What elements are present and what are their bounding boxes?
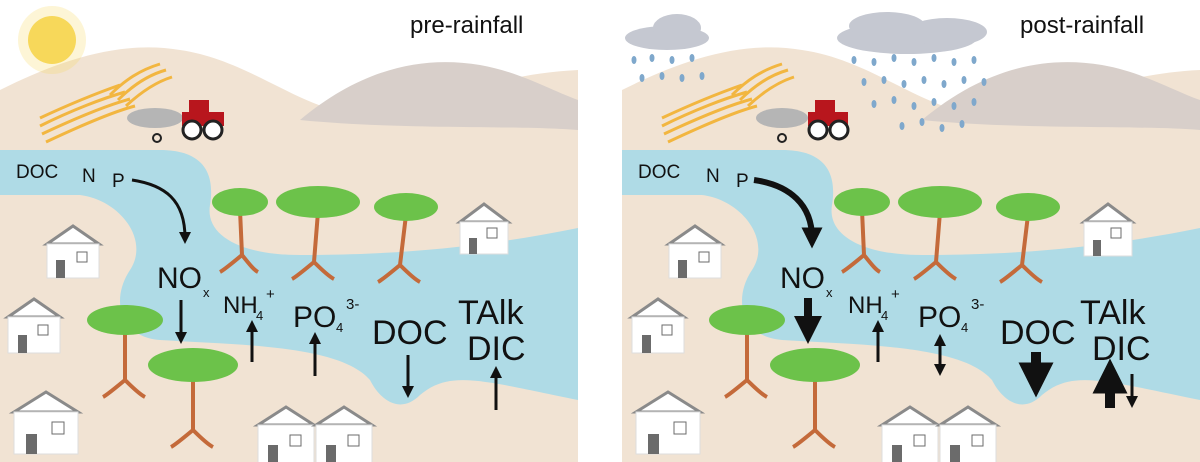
- mangrove-tree: [898, 186, 982, 281]
- source-n-label: N: [82, 166, 96, 187]
- tractor-icon: [756, 100, 850, 143]
- nh4-subscript: 4: [881, 308, 889, 323]
- mangrove-tree: [148, 348, 238, 449]
- mangrove-tree: [374, 193, 438, 284]
- nox-main: NO: [157, 262, 202, 295]
- houses: [3, 202, 513, 462]
- mangrove-tree: [709, 305, 785, 399]
- po4-superscript: 3-: [971, 296, 985, 313]
- po4-main: PO: [918, 301, 962, 334]
- mangrove-trees: [87, 186, 438, 449]
- house-icon: [42, 224, 104, 279]
- house-icon: [876, 405, 944, 462]
- field-icon: [39, 62, 173, 144]
- tractor-icon: [127, 100, 224, 143]
- po4-main: PO: [293, 301, 337, 334]
- mangrove-trees: [709, 186, 1060, 449]
- mangrove-tree: [996, 193, 1060, 284]
- house-icon: [310, 405, 378, 462]
- landscape-illustration: [622, 0, 1200, 462]
- field-icon: [661, 62, 795, 144]
- rain-cloud-icon: [625, 14, 709, 82]
- dic-label: DIC: [467, 330, 526, 368]
- po4-subscript: 4: [336, 320, 344, 335]
- doc-label: DOC: [372, 314, 448, 352]
- house-icon: [8, 390, 84, 455]
- mangrove-tree: [276, 186, 360, 281]
- sun-icon: [28, 16, 76, 64]
- source-p-label: P: [112, 171, 125, 192]
- nox-main: NO: [780, 262, 825, 295]
- house-icon: [934, 405, 1002, 462]
- mangrove-tree: [834, 188, 890, 274]
- talk-label: TAlk: [1080, 294, 1146, 332]
- rain-cloud-icon: [837, 12, 987, 132]
- nh4-superscript: +: [266, 286, 275, 303]
- source-doc-label: DOC: [638, 162, 681, 183]
- dic-label: DIC: [1092, 330, 1151, 368]
- talk-label: TAlk: [458, 294, 524, 332]
- source-n-label: N: [706, 166, 720, 187]
- source-doc-label: DOC: [16, 162, 59, 183]
- po4-subscript: 4: [961, 320, 969, 335]
- nox-subscript: x: [203, 285, 210, 300]
- panel-title: post-rainfall: [1020, 12, 1145, 39]
- house-icon: [455, 202, 513, 255]
- house-icon: [1079, 202, 1137, 257]
- nh4-main: NH: [223, 292, 258, 319]
- po4-superscript: 3-: [346, 296, 360, 313]
- mangrove-tree: [87, 305, 163, 399]
- landscape-illustration: [0, 0, 578, 462]
- mangrove-tree: [212, 188, 268, 274]
- nh4-superscript: +: [891, 286, 900, 303]
- doc-label: DOC: [1000, 314, 1076, 352]
- house-icon: [252, 405, 320, 462]
- house-icon: [627, 297, 689, 354]
- nh4-main: NH: [848, 292, 883, 319]
- nox-subscript: x: [826, 285, 833, 300]
- source-p-label: P: [736, 171, 749, 192]
- mangrove-tree: [770, 348, 860, 449]
- mountain: [922, 62, 1200, 130]
- house-icon: [664, 224, 726, 279]
- mountain: [300, 62, 578, 130]
- nh4-subscript: 4: [256, 308, 264, 323]
- house-icon: [3, 297, 65, 354]
- houses: [627, 202, 1137, 462]
- panel-title: pre-rainfall: [410, 12, 524, 39]
- house-icon: [630, 390, 706, 455]
